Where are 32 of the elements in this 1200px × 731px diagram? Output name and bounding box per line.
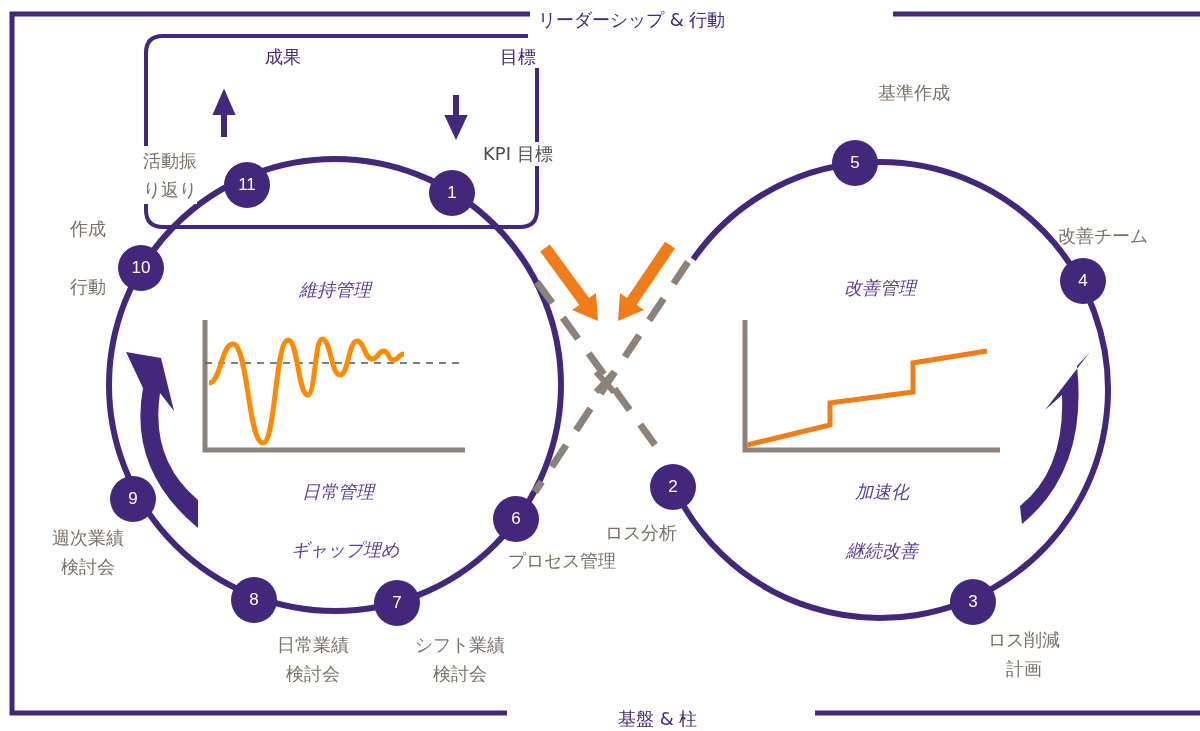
step-number-circle: 6 [493,496,539,542]
box-heading: 目標 [500,45,536,69]
step-caption: 行動 [70,275,106,299]
box-heading: 成果 [265,45,301,69]
step-caption: 作成 [70,217,106,241]
step-number-circle: 10 [118,245,164,291]
step-caption: ロス削減計画 [986,628,1061,681]
cycle-label: 改善管理 [843,276,919,300]
step-number-circle: 8 [231,577,277,623]
step-number-circle: 3 [950,579,996,625]
step-number-circle: 5 [832,140,878,186]
cycle-label: 継続改善 [844,539,921,563]
frame-heading: 基盤 & 柱 [618,707,698,731]
step-number-circle: 7 [374,580,420,626]
step-number-circle: 9 [110,476,156,522]
step-caption: 改善チーム [1058,224,1148,248]
step-caption: 週次業績検討会 [50,526,125,579]
cycle-label: ギャップ埋め [290,538,400,562]
cycle-label: 維持管理 [297,278,374,302]
step-caption: KPI 目標 [483,142,553,166]
frame-heading: リーダーシップ & 行動 [538,8,726,32]
step-caption: プロセス管理 [508,549,616,573]
step-caption: ロス分析 [605,521,677,545]
step-caption: 日常業績検討会 [275,633,350,686]
step-number-circle: 4 [1060,258,1106,304]
step-caption: 基準作成 [878,81,950,105]
step-caption: シフト業績検討会 [413,633,506,686]
step-number-circle: 2 [650,464,696,510]
cycle-label: 日常管理 [301,480,377,504]
step-number-circle: 1 [429,170,475,216]
step-number-circle: 11 [224,162,270,208]
cycle-label: 加速化 [854,480,911,504]
